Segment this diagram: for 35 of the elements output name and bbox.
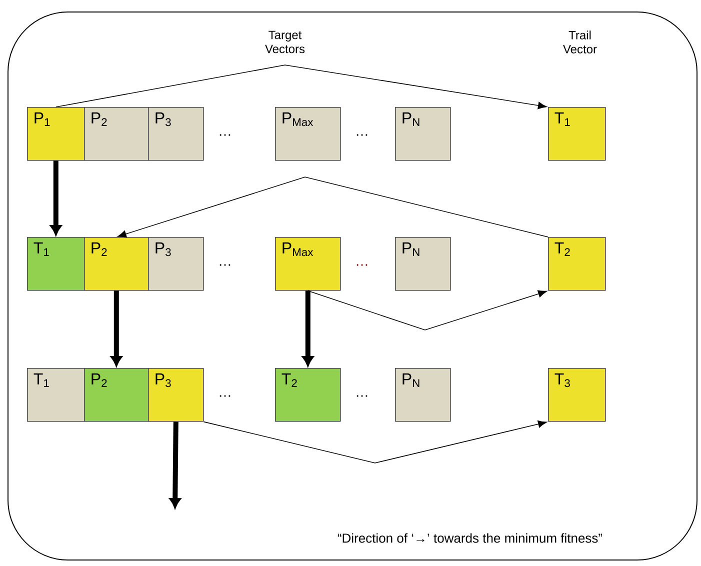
arrow — [117, 176, 548, 238]
ellipsis: … — [220, 395, 230, 397]
arrow — [56, 64, 547, 110]
ellipsis: … — [356, 395, 368, 397]
vector-box: P$_{N}$ — [395, 107, 451, 161]
heading-label: Trail Vector — [563, 30, 597, 54]
vector-box: T$_{1}$ — [27, 237, 85, 291]
vector-box: P$_{N}$ — [395, 237, 451, 291]
vector-box: T$_{2}$ — [548, 237, 606, 291]
arrow — [308, 290, 547, 330]
vector-box: T$_{1}$ — [548, 107, 606, 161]
arrow — [302, 290, 314, 366]
heading-label: Target Vectors — [265, 30, 305, 54]
ellipsis: … — [356, 134, 368, 136]
arrow — [110, 290, 122, 366]
vector-box: P$_{3}$ — [148, 237, 204, 291]
vector-box: P$_{3}$ — [148, 107, 204, 161]
vector-box: P$_{1}$ — [27, 107, 85, 161]
vector-box: P$_{2}$ — [84, 107, 149, 161]
vector-box: T$_{1}$ — [27, 368, 85, 422]
note-text: “Direction of ‘→’ towards the minimum fitness” — [338, 533, 602, 543]
vector-box: P$_{Max}$ — [275, 107, 341, 161]
ellipsis: … — [220, 264, 230, 266]
vector-box: P$_{2}$ — [84, 237, 149, 291]
vector-box: P$_{N}$ — [395, 368, 451, 422]
ellipsis: … — [356, 264, 368, 266]
vector-box: T$_{2}$ — [275, 368, 341, 422]
vector-box: P$_{3}$ — [148, 368, 204, 422]
arrow — [50, 160, 62, 235]
vector-box: P$_{2}$ — [84, 368, 149, 422]
vector-box: P$_{Max}$ — [275, 237, 341, 291]
arrow — [203, 420, 547, 464]
arrow — [170, 422, 181, 508]
ellipsis: … — [220, 134, 230, 136]
vector-box: T$_{3}$ — [548, 368, 606, 422]
